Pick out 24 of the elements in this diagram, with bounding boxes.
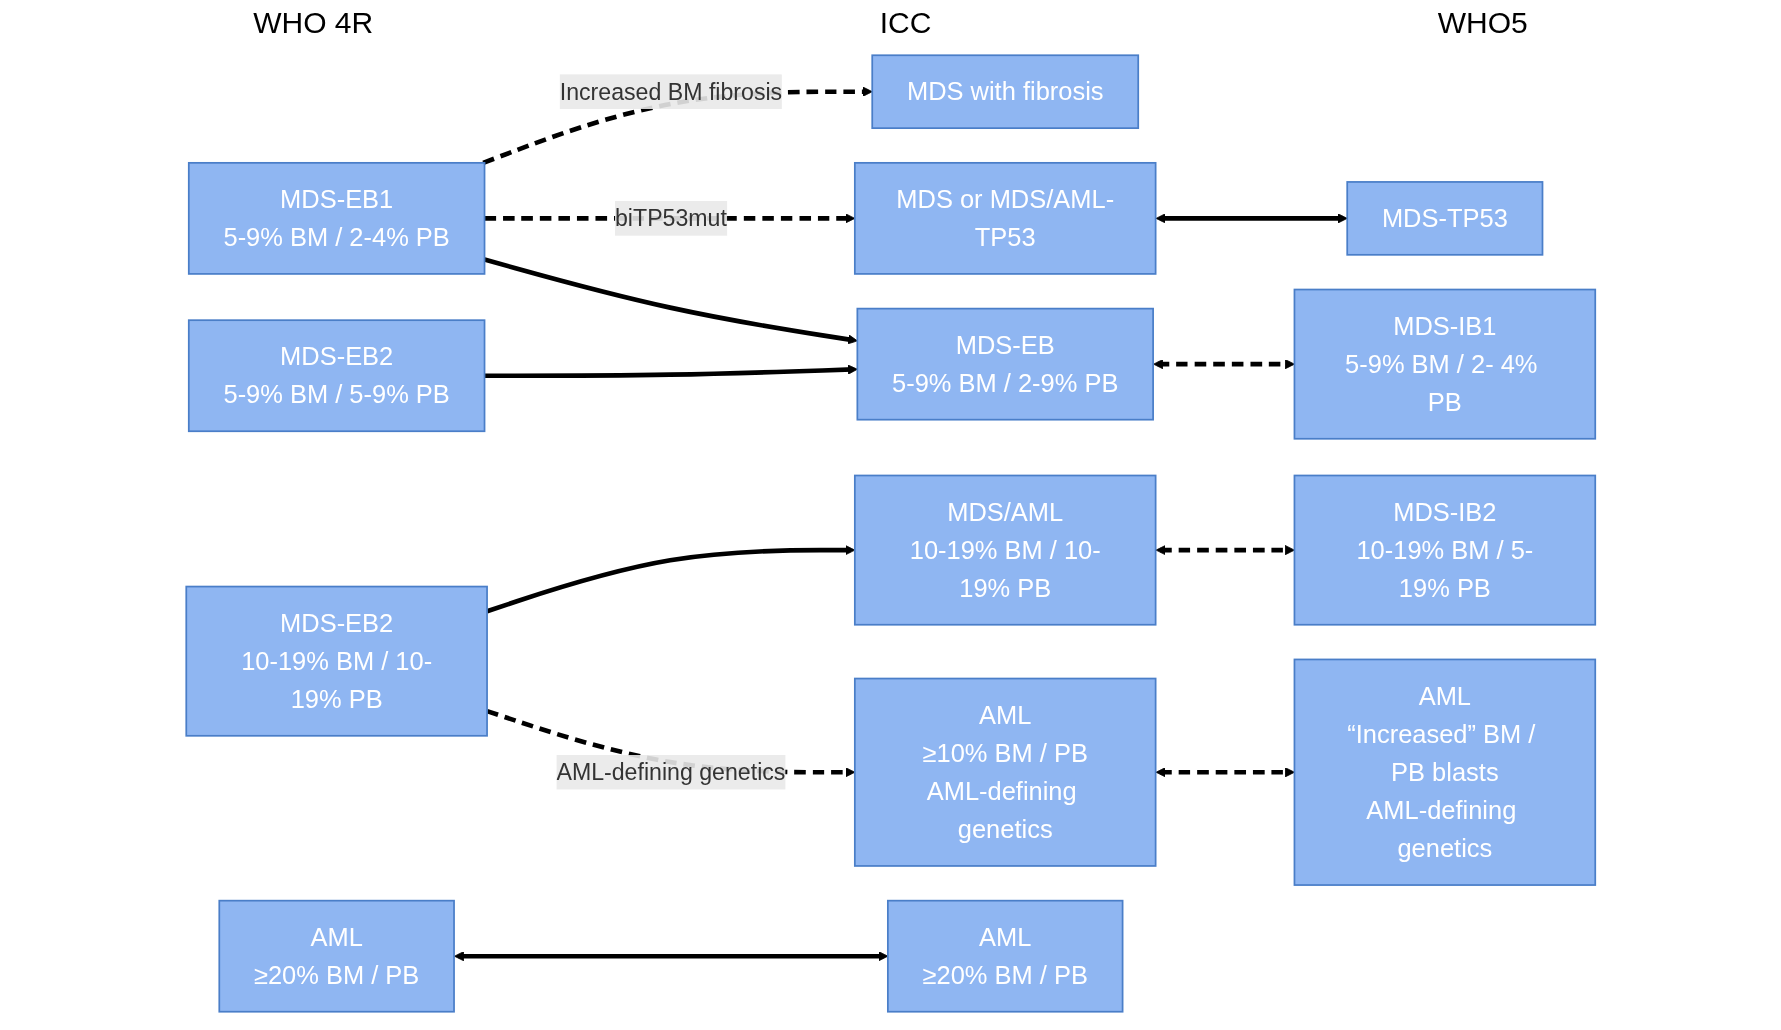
node-box: AML ≥20% BM / PB xyxy=(886,899,1124,1013)
node-box: AML ≥20% BM / PB xyxy=(218,899,455,1013)
arrow xyxy=(1155,545,1295,556)
arrow xyxy=(1152,359,1295,370)
edge-label: AML-defining genetics xyxy=(556,759,786,785)
node-box: AML ≥10% BM / PB AML-defining genetics xyxy=(853,677,1157,867)
node-box: MDS-EB1 5-9% BM / 2-4% PB xyxy=(187,162,486,275)
node-box: MDS-TP53 xyxy=(1346,181,1544,256)
edge-label: biTP53mut xyxy=(614,205,727,232)
node-box: MDS-EB2 10-19% BM / 10-19% PB xyxy=(185,585,488,737)
edge-label: Increased BM fibrosis xyxy=(559,78,782,105)
node-box: MDS or MDS/AML-TP53 xyxy=(853,162,1157,275)
arrow xyxy=(1155,767,1295,778)
node-box: MDS-IB1 5-9% BM / 2- 4% PB xyxy=(1293,288,1596,440)
node-box: MDS-IB2 10-19% BM / 5-19% PB xyxy=(1293,474,1596,626)
column-heading: ICC xyxy=(879,6,932,40)
node-box: AML “Increased” BM / PB blasts AML-defining genetics xyxy=(1293,658,1596,886)
node-box: MDS/AML 10-19% BM / 10-19% PB xyxy=(853,474,1157,626)
arrow xyxy=(484,364,858,379)
node-box: MDS with fibrosis xyxy=(871,54,1139,129)
node-box: MDS-EB2 5-9% BM / 5-9% PB xyxy=(187,319,486,433)
column-heading: WHO5 xyxy=(1437,6,1528,40)
column-heading: WHO 4R xyxy=(253,6,374,40)
node-box: MDS-EB 5-9% BM / 2-9% PB xyxy=(856,307,1154,421)
